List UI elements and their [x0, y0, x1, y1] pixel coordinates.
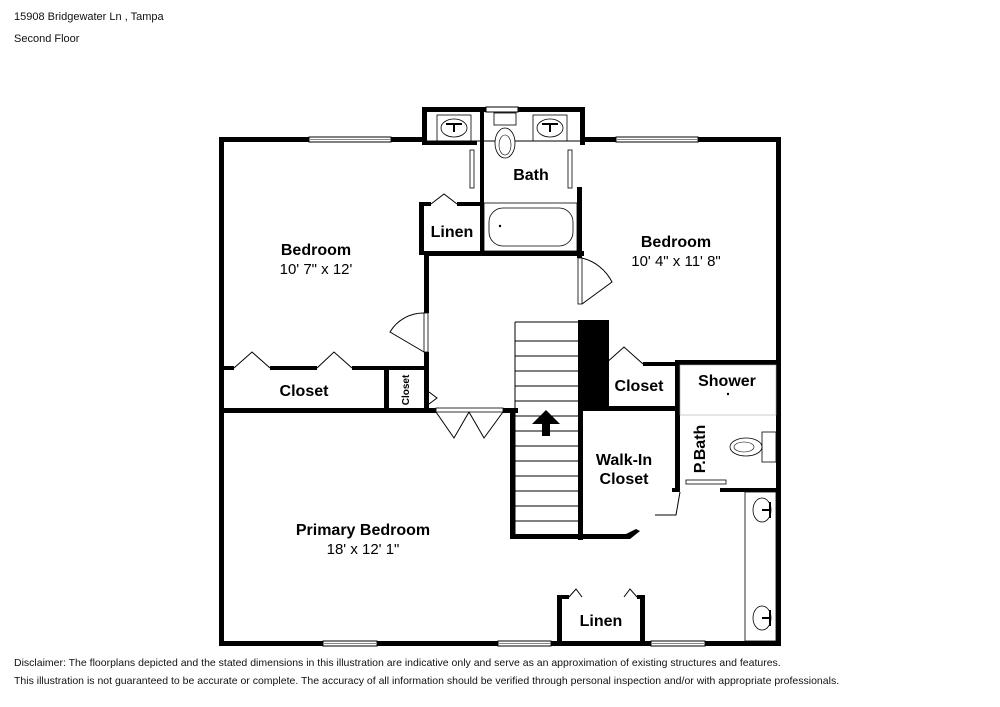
bath-label: Bath: [513, 167, 549, 184]
closet-small-label: Closet: [401, 374, 412, 405]
address-text: 15908 Bridgewater Ln , Tampa: [14, 11, 164, 23]
staircase: [514, 321, 578, 534]
room-labels: Bedroom 10' 7" x 12' Bedroom 10' 4" x 11…: [280, 167, 756, 630]
closet-left-label: Closet: [280, 383, 330, 400]
primary-bath-label: P.Bath: [692, 425, 709, 474]
primary-bedroom-name: Primary Bedroom: [296, 522, 430, 539]
walk-in-closet-label-2: Closet: [600, 471, 650, 488]
linen-top-label: Linen: [431, 224, 474, 241]
walls: [219, 107, 781, 646]
closet-right-label: Closet: [615, 378, 665, 395]
stair-up-arrow-icon: [532, 410, 560, 436]
windows: [308, 106, 706, 647]
linen-bottom-label: Linen: [580, 613, 623, 630]
bedroom-left-name: Bedroom: [281, 242, 351, 259]
bedroom-right-dims: 10' 4" x 11' 8": [631, 253, 721, 270]
disclaimer-line-1: Disclaimer: The floorplans depicted and …: [14, 657, 781, 669]
disclaimer-line-2: This illustration is not guaranteed to b…: [14, 675, 840, 687]
bedroom-right-name: Bedroom: [641, 234, 711, 251]
floor-label: Second Floor: [14, 33, 80, 45]
fixtures: [427, 112, 777, 642]
shower-label: Shower: [698, 373, 756, 390]
primary-bedroom-dims: 18' x 12' 1": [327, 541, 400, 558]
bedroom-left-dims: 10' 7" x 12': [280, 261, 353, 278]
walk-in-closet-label-1: Walk-In: [596, 452, 652, 469]
doors: [233, 149, 727, 598]
